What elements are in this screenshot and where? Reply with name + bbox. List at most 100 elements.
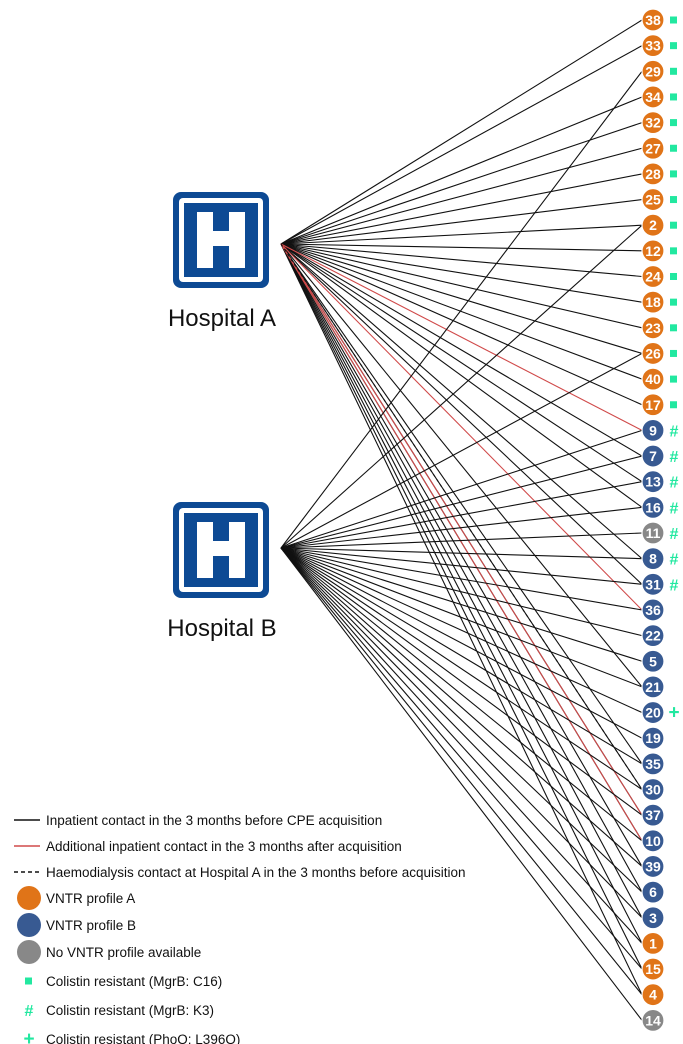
patient-node: 37: [641, 803, 665, 827]
hospital-h-icon: [173, 502, 269, 598]
patient-node: 13#: [641, 470, 679, 494]
colistin-mgrb-c16-icon: [670, 375, 677, 383]
patient-node-label: 7: [649, 448, 657, 464]
edge-hospital-a-inpatient-before-patient-39: [280, 243, 643, 867]
edge-hospital-a-inpatient-before-patient-35: [280, 243, 643, 765]
patient-node: 24: [641, 264, 677, 289]
patient-node-circle: [641, 752, 665, 776]
patient-node-label: 1: [649, 935, 657, 951]
edge-hospital-b-inpatient-before-patient-1: [280, 547, 643, 944]
edge-hospital-a-inpatient-before-patient-26: [280, 243, 643, 354]
patient-node-label: 29: [645, 63, 661, 79]
edge-hospital-b-inpatient-before-patient-11: [280, 532, 643, 549]
edge-hospital-a-inpatient-before-patient-17: [280, 243, 643, 406]
patient-node-circle: [641, 880, 665, 904]
patient-node-label: 27: [645, 140, 661, 156]
patient-node-layer: 38332934322728252122418232640179#7#13#16…: [641, 8, 680, 1032]
edge-hospital-b-inpatient-before-patient-37: [280, 547, 643, 816]
colistin-mgrb-k3-icon: #: [670, 449, 679, 466]
patient-node-circle: [641, 213, 665, 237]
patient-node: 31 #: [641, 572, 679, 596]
patient-node-circle: [641, 829, 665, 853]
patient-node-circle: [641, 957, 665, 981]
patient-node-label: 10: [645, 833, 661, 849]
patient-node-circle: [641, 649, 665, 673]
edge-hospital-a-inpatient-before-patient-1: [280, 243, 643, 944]
patient-node: 10: [641, 829, 665, 853]
colistin-mgrb-k3-icon: #: [670, 526, 679, 543]
edge-hospital-a-inpatient-before-patient-23: [280, 243, 643, 329]
colistin-mgrb-c16-icon: [670, 144, 677, 152]
patient-node-label: 40: [645, 371, 661, 387]
colistin-mgrb-c16-icon: [670, 170, 677, 178]
edge-hospital-a-inpatient-before-patient-32: [280, 122, 643, 245]
patient-node-circle: [641, 983, 665, 1007]
patient-node-circle: [641, 495, 665, 519]
edge-hospital-b-inpatient-before-patient-16: [280, 506, 643, 549]
edge-hospital-a-inpatient-before-patient-7: [280, 243, 643, 457]
colistin-mgrb-c16-icon: [670, 119, 677, 127]
patient-node: 11 #: [641, 521, 679, 545]
edge-hospital-a-inpatient-before-patient-4: [280, 243, 643, 995]
patient-node: 17: [641, 393, 677, 417]
legend-profile-label: VNTR profile A: [46, 891, 135, 906]
patient-node-label: 21: [645, 679, 661, 695]
patient-node-circle: [641, 470, 665, 494]
edge-hospital-b-inpatient-before-patient-13: [280, 481, 643, 549]
patient-node-label: 4: [649, 987, 657, 1003]
patient-node-circle: [641, 675, 665, 699]
patient-node: 40: [641, 367, 677, 391]
patient-node-label: 17: [645, 397, 661, 413]
colistin-mgrb-k3-icon: #: [670, 475, 679, 492]
patient-node-label: 3: [649, 910, 657, 926]
edge-hospital-a-inpatient-before-patient-3: [280, 243, 643, 919]
legend-profile-label: No VNTR profile available: [46, 945, 201, 960]
patient-node-circle: [641, 598, 665, 622]
patient-node-circle: [641, 931, 665, 956]
patient-node-label: 38: [645, 12, 661, 28]
legend-profile-swatch: [17, 913, 41, 937]
legend-profile-swatch: [17, 886, 41, 910]
patient-node: 1: [641, 931, 665, 956]
legend-line-label: Inpatient contact in the 3 months before…: [46, 813, 382, 828]
edge-hospital-b-inpatient-before-patient-19: [280, 547, 643, 739]
patient-node-label: 8: [649, 551, 657, 567]
patient-node-circle: [641, 290, 665, 314]
colistin-phoq-l396q-icon: +: [23, 1029, 34, 1044]
patient-node-circle: [641, 239, 665, 263]
patient-node: 20+: [641, 700, 680, 725]
patient-node: 2: [641, 213, 677, 237]
patient-node-circle: [641, 34, 665, 58]
patient-node-label: 30: [645, 782, 661, 798]
patient-node: 27: [641, 136, 677, 160]
edge-hospital-b-inpatient-before-patient-21: [280, 547, 643, 688]
patient-node-label: 19: [645, 730, 661, 746]
edge-hospital-a-inpatient-before-patient-38: [280, 19, 643, 245]
patient-node-circle: [641, 572, 665, 596]
patient-node: 15: [641, 957, 665, 981]
colistin-mgrb-c16-icon: [670, 16, 677, 24]
patient-node-circle: [641, 777, 665, 802]
legend-line-label: Haemodialysis contact at Hospital A in t…: [46, 865, 465, 880]
patient-node-label: 11: [646, 525, 661, 541]
edge-hospital-a-inpatient-before-patient-21: [280, 243, 643, 688]
patient-node: 14: [641, 1008, 665, 1032]
patient-node-circle: [641, 367, 665, 391]
colistin-mgrb-c16-icon: [25, 977, 32, 985]
edge-hospital-a-inpatient-before-patient-12: [280, 243, 643, 252]
colistin-mgrb-c16-icon: [670, 401, 677, 409]
patient-node-label: 31: [645, 576, 661, 592]
patient-node-circle: [641, 393, 665, 417]
colistin-mgrb-c16-icon: [670, 67, 677, 75]
edge-hospital-b-inpatient-before-patient-14: [280, 547, 643, 1021]
patient-node: 28: [641, 162, 677, 186]
patient-node-circle: [641, 110, 665, 135]
edge-hospital-b-inpatient-before-patient-29: [280, 70, 643, 549]
colistin-mgrb-c16-icon: [670, 42, 677, 50]
patient-node: 4: [641, 983, 665, 1007]
colistin-mgrb-k3-icon: #: [670, 577, 679, 594]
patient-node-label: 9: [649, 422, 657, 438]
edge-hospital-b-inpatient-before-patient-4: [280, 547, 643, 996]
colistin-phoq-l396q-icon: +: [668, 703, 679, 724]
edge-hospital-a-inpatient-before-patient-13: [280, 243, 643, 483]
